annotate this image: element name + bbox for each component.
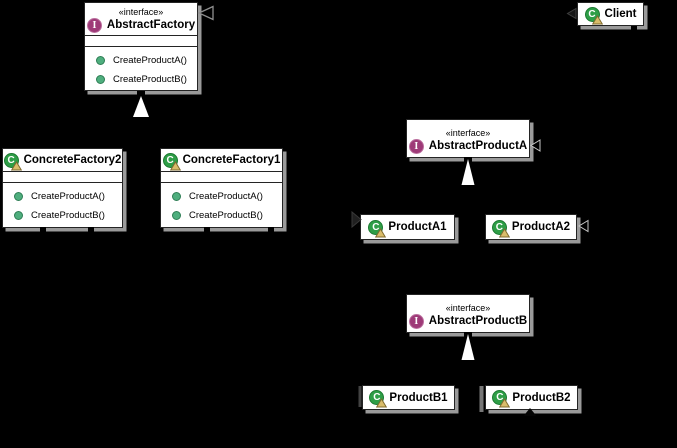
- edge-notch: [137, 91, 145, 96]
- class-name: ProductA2: [511, 221, 571, 233]
- methods-compartment: CreateProductA() CreateProductB(): [3, 183, 122, 225]
- method-item: CreateProductB(): [3, 206, 122, 225]
- interface-icon-letter: I: [414, 315, 419, 327]
- dependency-arrowhead-abstract-factory: [197, 5, 214, 21]
- triangle-badge-icon: [499, 398, 511, 408]
- class-header: «interface» I AbstractFactory: [85, 3, 197, 35]
- class-box-abstract-factory[interactable]: «interface» I AbstractFactory CreateProd…: [84, 2, 198, 91]
- class-box-product-a2[interactable]: C ProductA2: [485, 214, 577, 240]
- class-name: AbstractFactory: [106, 19, 196, 31]
- method-label: CreateProductA(): [113, 55, 187, 66]
- method-label: CreateProductB(): [31, 210, 105, 221]
- class-box-abstract-product-b[interactable]: «interface» I AbstractProductB: [406, 294, 530, 333]
- method-item: CreateProductA(): [3, 187, 122, 206]
- method-label: CreateProductA(): [189, 191, 263, 202]
- triangle-badge-icon: [591, 14, 603, 24]
- class-icon: C: [492, 390, 511, 408]
- dependency-arrowhead-client: [566, 7, 577, 20]
- class-header: «interface» I AbstractProductA: [407, 120, 529, 159]
- method-visibility-icon: [14, 211, 23, 220]
- stereotype-label: «interface»: [445, 127, 491, 138]
- class-icon: C: [491, 219, 510, 237]
- class-name: ProductB1: [389, 391, 448, 404]
- class-name: ConcreteFactory1: [182, 153, 281, 166]
- dependency-arrowhead-product-a2: [578, 219, 589, 233]
- class-box-abstract-product-a[interactable]: «interface» I AbstractProductA: [406, 119, 530, 158]
- compartment-divider: [85, 46, 197, 47]
- method-visibility-icon: [96, 75, 105, 84]
- realization-arrowhead-abstract-factory: [133, 96, 149, 117]
- class-header: «interface» I AbstractProductB: [407, 295, 529, 334]
- dependency-arrowhead-abstract-product-a: [530, 139, 541, 152]
- stereotype-label: «interface»: [118, 7, 164, 17]
- attributes-compartment-empty: [3, 172, 122, 182]
- class-name: AbstractProductA: [428, 139, 528, 152]
- class-icon: C: [369, 390, 388, 408]
- class-name: ProductA1: [388, 221, 447, 233]
- stereotype-label: «interface»: [445, 302, 491, 313]
- compartment-divider: [3, 182, 122, 183]
- method-item: CreateProductA(): [85, 51, 197, 70]
- compartment-divider: [161, 171, 282, 172]
- triangle-badge-icon: [375, 227, 387, 237]
- methods-compartment: CreateProductA() CreateProductB(): [85, 47, 197, 89]
- method-label: CreateProductB(): [113, 74, 187, 85]
- class-icon: C: [584, 6, 603, 24]
- class-header: C ConcreteFactory2: [3, 149, 122, 171]
- method-visibility-icon: [172, 211, 181, 220]
- class-box-product-b2[interactable]: C ProductB2: [485, 385, 578, 410]
- triangle-badge-icon: [498, 227, 510, 237]
- class-box-product-a1[interactable]: C ProductA1: [360, 214, 455, 240]
- class-icon: C: [3, 152, 22, 170]
- class-name: Client: [604, 8, 637, 20]
- interface-icon-letter: I: [414, 140, 419, 152]
- realization-arrowhead-abstract-product-a: [461, 159, 475, 185]
- method-label: CreateProductB(): [189, 210, 263, 221]
- method-visibility-icon: [14, 192, 23, 201]
- method-visibility-icon: [172, 192, 181, 201]
- class-box-client[interactable]: C Client: [577, 2, 644, 26]
- compartment-divider: [3, 171, 122, 172]
- class-name: ProductB2: [512, 391, 571, 404]
- attributes-compartment-empty: [161, 172, 282, 182]
- class-icon: C: [162, 152, 181, 170]
- class-box-concrete-factory1[interactable]: C ConcreteFactory1 CreateProductA() Crea…: [160, 148, 283, 228]
- interface-icon: I: [408, 138, 424, 154]
- class-icon: C: [368, 219, 387, 237]
- compartment-divider: [85, 35, 197, 36]
- method-visibility-icon: [96, 56, 105, 65]
- class-name: AbstractProductB: [428, 314, 528, 327]
- method-item: CreateProductB(): [85, 70, 197, 89]
- interface-icon: I: [408, 313, 424, 329]
- class-name: ConcreteFactory2: [23, 153, 122, 166]
- connector-fragment-product-b2: [479, 386, 484, 412]
- compartment-divider: [161, 182, 282, 183]
- triangle-badge-icon: [169, 160, 181, 170]
- interface-icon-letter: I: [92, 20, 97, 31]
- edge-notch: [631, 26, 637, 31]
- triangle-badge-icon: [10, 160, 22, 170]
- realization-arrowhead-abstract-product-b: [461, 334, 475, 360]
- class-header: C ConcreteFactory1: [161, 149, 282, 171]
- interface-icon: I: [86, 18, 102, 33]
- class-box-concrete-factory2[interactable]: C ConcreteFactory2 CreateProductA() Crea…: [2, 148, 123, 228]
- attributes-compartment-empty: [85, 36, 197, 46]
- method-item: CreateProductA(): [161, 187, 282, 206]
- class-box-product-b1[interactable]: C ProductB1: [362, 385, 455, 410]
- triangle-badge-icon: [376, 398, 388, 408]
- method-label: CreateProductA(): [31, 191, 105, 202]
- methods-compartment: CreateProductA() CreateProductB(): [161, 183, 282, 225]
- method-item: CreateProductB(): [161, 206, 282, 225]
